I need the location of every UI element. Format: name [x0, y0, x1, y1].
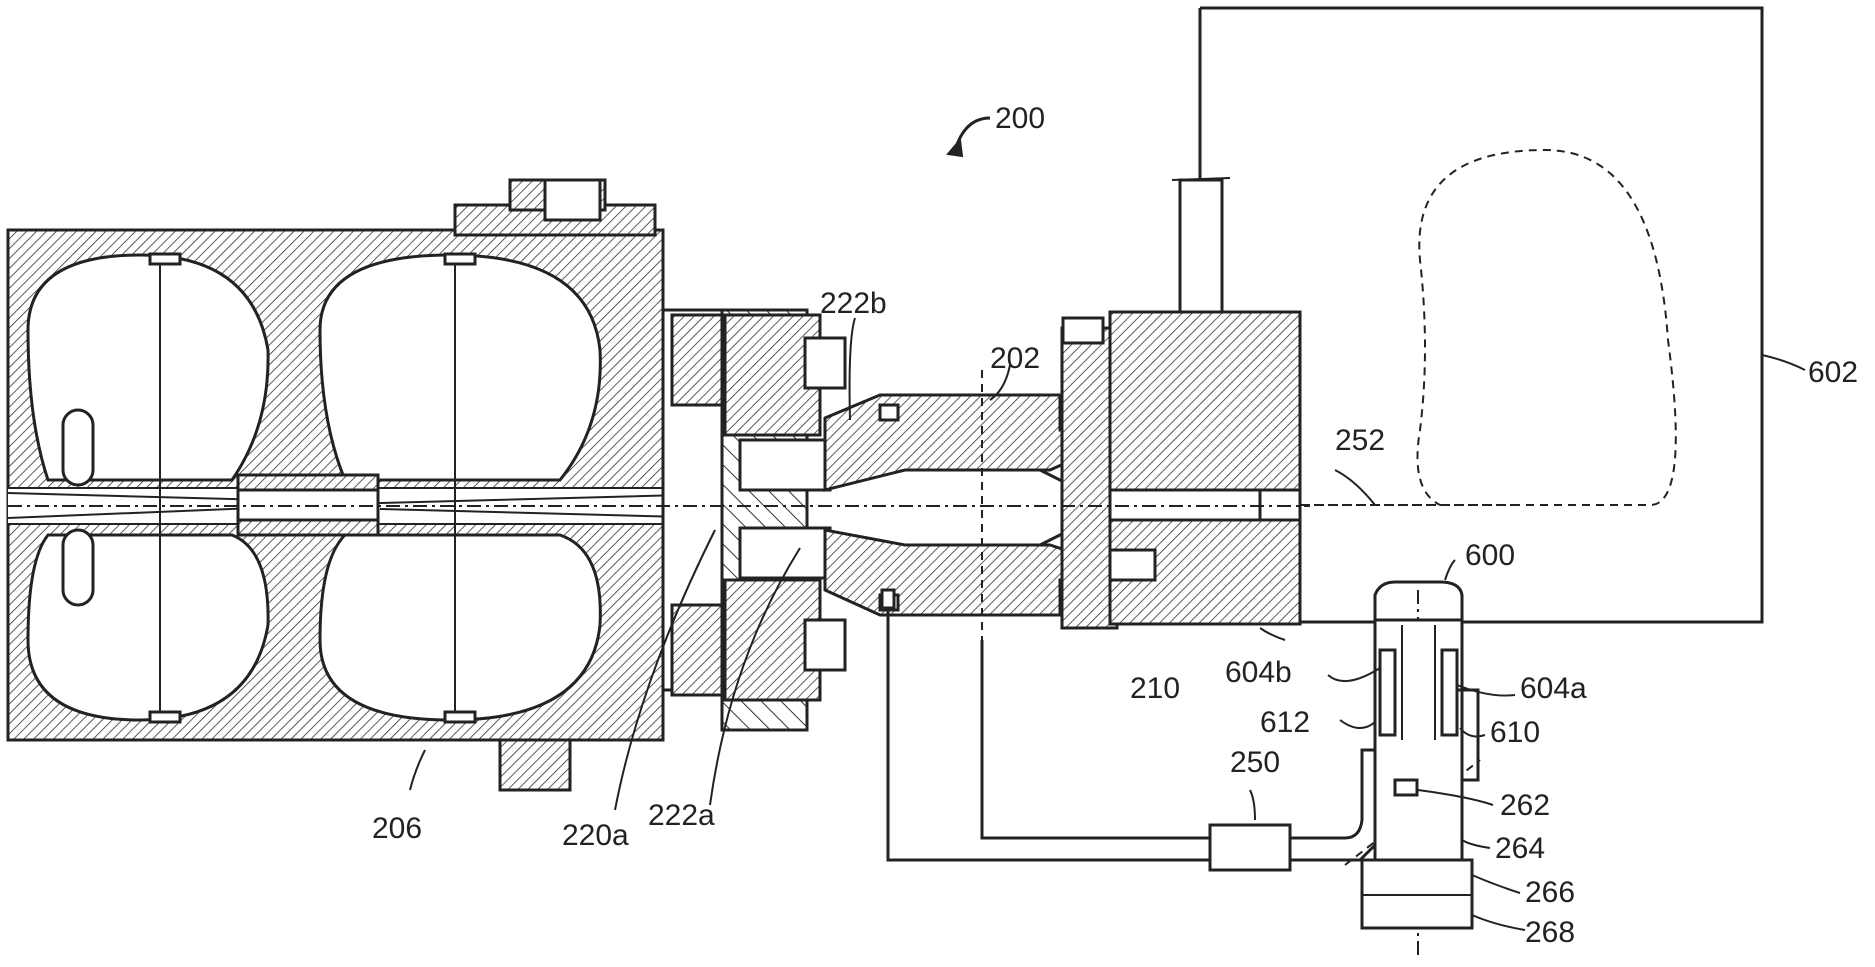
label-200: 200: [995, 102, 1045, 135]
block-210: [1062, 178, 1300, 628]
label-210: 210: [1130, 672, 1180, 705]
arrow-200: [948, 118, 990, 156]
label-604b: 604b: [1225, 656, 1292, 689]
sensor-assembly-600: [1362, 582, 1478, 928]
label-262: 262: [1500, 789, 1550, 822]
label-222a: 222a: [648, 799, 715, 832]
label-600: 600: [1465, 539, 1515, 572]
label-206: 206: [372, 812, 422, 845]
label-602: 602: [1808, 356, 1858, 389]
left-housing-206: [8, 180, 728, 790]
label-604a: 604a: [1520, 672, 1587, 705]
label-222b: 222b: [820, 287, 887, 320]
flange-assembly: [663, 310, 845, 730]
label-266: 266: [1525, 876, 1575, 909]
label-268: 268: [1525, 916, 1575, 949]
label-610: 610: [1490, 716, 1540, 749]
label-202: 202: [990, 342, 1040, 375]
label-250: 250: [1230, 746, 1280, 779]
label-252: 252: [1335, 424, 1385, 457]
label-220a: 220a: [562, 819, 629, 852]
label-264: 264: [1495, 832, 1545, 865]
label-612: 612: [1260, 706, 1310, 739]
